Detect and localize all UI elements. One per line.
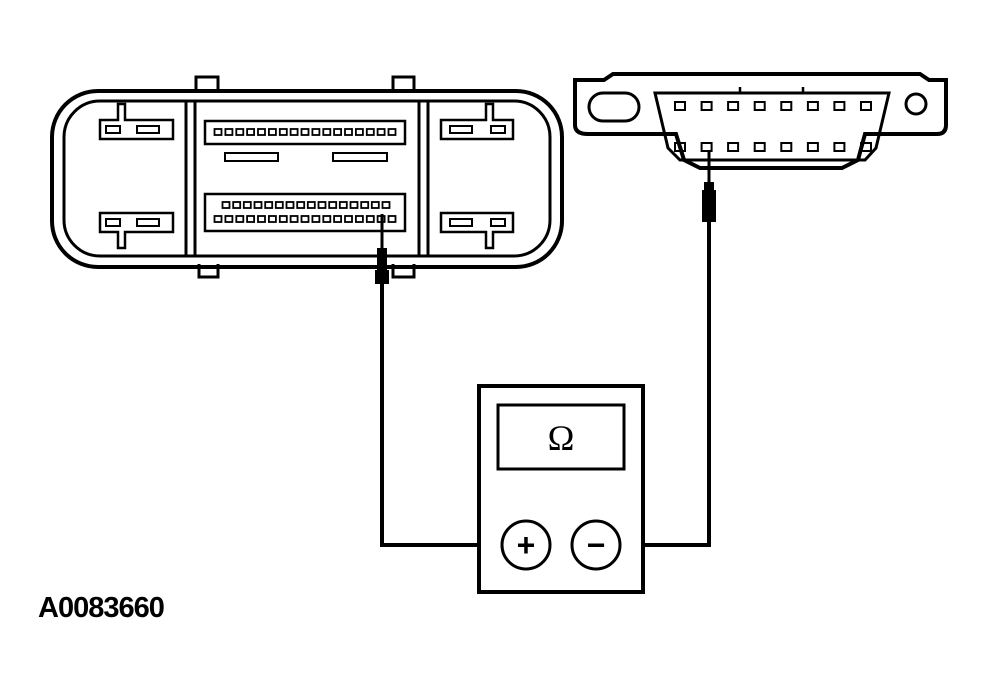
pin-cavity — [296, 201, 306, 209]
pin-cavity — [387, 128, 397, 136]
pin-cavity — [311, 215, 321, 223]
pin-cavity — [213, 128, 223, 136]
pin-cavity — [253, 201, 263, 209]
pin-cavity — [213, 215, 223, 223]
pin-cavity — [753, 142, 766, 152]
negative-terminal-label: − — [587, 527, 606, 563]
pin-cavity — [700, 101, 713, 111]
positive-terminal-label: + — [517, 527, 536, 563]
ohmmeter: Ω + − — [477, 384, 645, 594]
pin-cavity — [354, 215, 364, 223]
pin-cavity — [235, 215, 245, 223]
pin-cavity — [235, 128, 245, 136]
pin-cavity — [387, 215, 397, 223]
pin-cavity — [338, 201, 348, 209]
positive-lead — [380, 284, 502, 547]
pin-cavity — [674, 142, 686, 152]
pin-cavity — [344, 215, 353, 223]
pin-cavity — [257, 128, 266, 136]
pin-cavity — [780, 142, 793, 152]
pin-cavity — [833, 101, 846, 111]
pin-cavity — [365, 215, 375, 223]
pin-cavity — [306, 201, 316, 209]
pin-cavity — [360, 201, 370, 209]
pin-cavity — [328, 201, 338, 209]
pin-cavity — [317, 201, 327, 209]
pin-cavity — [242, 201, 252, 209]
pin-cavity — [365, 128, 375, 136]
pin-cavity — [264, 201, 274, 209]
pin-cavity — [257, 215, 266, 223]
pin-cavity — [278, 128, 288, 136]
pin-cavity — [727, 101, 740, 111]
module-connector — [50, 75, 564, 279]
pin-cavity — [322, 128, 332, 136]
pin-cavity — [753, 101, 766, 111]
pin-cavity — [224, 128, 234, 136]
pin-cavity — [806, 101, 819, 111]
pin-cavity — [232, 201, 242, 209]
figure-id: A0083660 — [38, 592, 165, 624]
pin-cavity — [285, 201, 295, 209]
pin-cavity — [246, 128, 256, 136]
pin-cavity — [333, 215, 343, 223]
pin-cavity — [370, 201, 380, 209]
test-leads — [380, 222, 711, 547]
pin-cavity — [376, 128, 386, 136]
diagnostic-connector — [573, 72, 948, 170]
pin-cavity — [700, 142, 713, 152]
pin-cavity — [221, 201, 231, 209]
pin-cavity — [289, 128, 299, 136]
pin-cavity — [300, 128, 310, 136]
pin-cavity — [780, 101, 793, 111]
pin-cavity — [224, 215, 234, 223]
pin-cavity — [322, 215, 332, 223]
pin-cavity — [354, 128, 364, 136]
meter-display — [496, 403, 626, 471]
pin-cavity — [727, 142, 740, 152]
negative-lead — [620, 222, 711, 547]
pin-cavity — [278, 215, 288, 223]
pin-cavity — [267, 128, 277, 136]
pin-cavity — [300, 215, 310, 223]
pin-cavity — [806, 142, 819, 152]
pin-cavity — [246, 215, 256, 223]
pin-cavity — [289, 215, 299, 223]
dlc-probe — [702, 150, 716, 222]
pin-cavity — [349, 201, 359, 209]
module-probe — [375, 214, 389, 284]
positive-terminal — [500, 519, 552, 571]
ohm-symbol: Ω — [548, 418, 575, 458]
pin-cavity — [344, 128, 353, 136]
pin-cavity — [267, 215, 277, 223]
pin-cavity — [333, 128, 343, 136]
pin-cavity — [311, 128, 321, 136]
negative-terminal — [570, 519, 622, 571]
pin-cavity — [860, 101, 872, 111]
pin-cavity — [381, 201, 391, 209]
pin-cavity — [274, 201, 284, 209]
pin-cavity — [674, 101, 686, 111]
pin-cavity — [860, 142, 872, 152]
pin-cavity — [833, 142, 846, 152]
